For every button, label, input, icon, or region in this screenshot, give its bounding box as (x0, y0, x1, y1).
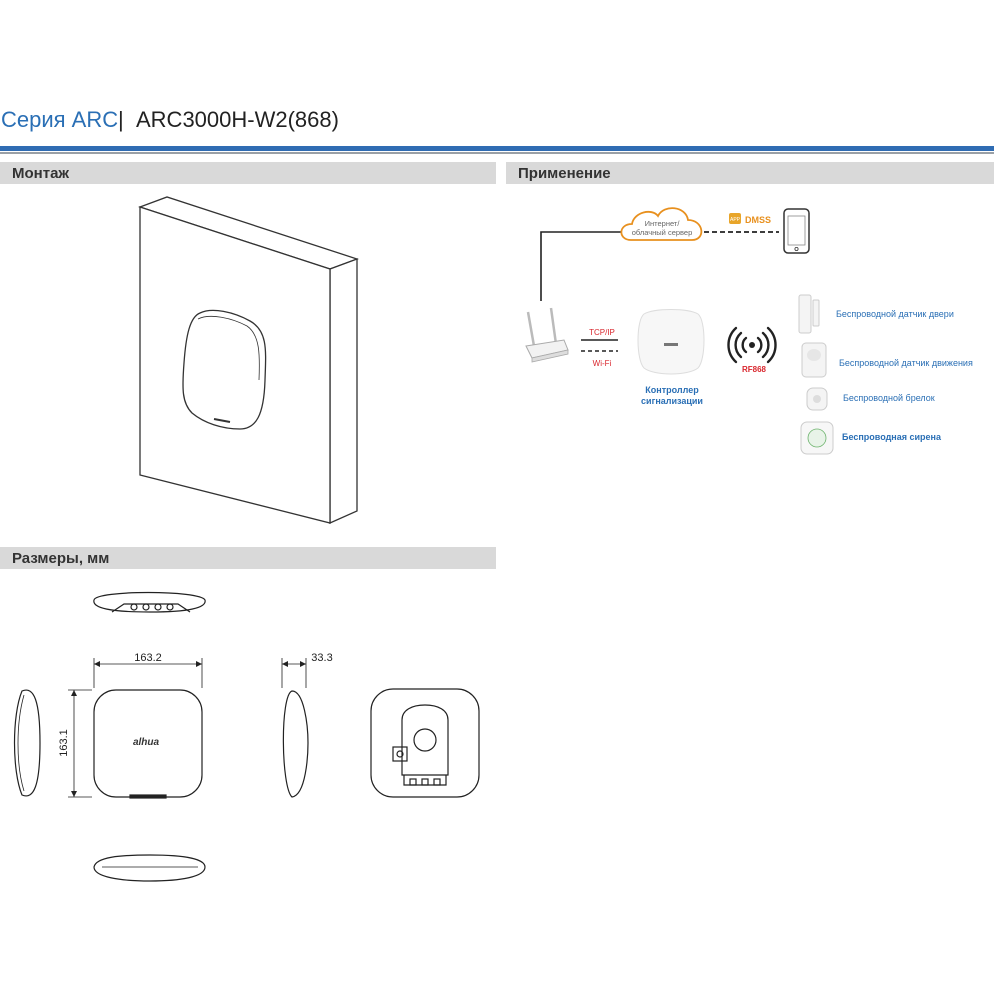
back-view (370, 688, 480, 798)
section-dimensions-bar: Размеры, мм (0, 547, 496, 569)
title-separator: | (118, 107, 124, 132)
siren-icon (800, 421, 834, 455)
wifi-label: Wi-Fi (593, 359, 612, 368)
series-title: Серия ARC (1, 107, 119, 132)
network-line (540, 231, 621, 301)
cloud-label-1: Интернет/ (645, 219, 681, 228)
bottom-view (93, 854, 206, 882)
mount-illustration (138, 196, 359, 525)
section-application-title: Применение (518, 165, 611, 182)
controller-label-2: сигнализации (641, 396, 703, 406)
front-view (68, 658, 203, 799)
keyfob-icon (806, 387, 828, 411)
tcpip-label: TCP/IP (589, 328, 615, 337)
device-label-siren: Беспроводная сирена (842, 432, 942, 442)
router-icon (525, 307, 569, 363)
controller-label-1: Контроллер (645, 385, 699, 395)
cloud-icon (620, 207, 703, 241)
header-rule-secondary (0, 152, 994, 154)
right-side-view (281, 658, 309, 798)
device-label-motion: Беспроводной датчик движения (839, 358, 973, 368)
left-side-view (13, 689, 41, 797)
dimensions-drawing: 163.2 163.1 33.3 alhua (13, 591, 480, 882)
device-outline (182, 309, 267, 430)
dmss-label: DMSS (745, 215, 771, 225)
dim-depth-label: 33.3 (311, 652, 332, 664)
rf-label: RF868 (742, 365, 767, 374)
phone-icon (783, 208, 810, 254)
dim-height-label: 163.1 (58, 729, 70, 757)
application-diagram: Интернет/ облачный сервер APP DMSS TCP/I… (525, 207, 973, 455)
device-label-keyfob: Беспроводной брелок (843, 393, 935, 403)
controller-icon (637, 309, 705, 375)
section-dimensions-title: Размеры, мм (12, 550, 110, 567)
app-badge-text: APP (730, 217, 741, 223)
front-logo: alhua (133, 737, 160, 748)
rf-signal-icon (727, 326, 777, 364)
top-view (93, 591, 206, 613)
motion-sensor-icon (801, 342, 827, 378)
dim-width-label: 163.2 (134, 652, 162, 664)
wall-side-face (329, 258, 358, 525)
cloud-label-2: облачный сервер (632, 228, 693, 237)
app-badge-icon (729, 213, 741, 224)
header-rule (0, 146, 994, 151)
model-title: ARC3000H-W2(868) (136, 107, 339, 132)
section-application-bar: Применение (506, 162, 994, 184)
section-mount-bar: Монтаж (0, 162, 496, 184)
device-label-door: Беспроводной датчик двери (836, 309, 954, 319)
section-mount-title: Монтаж (12, 165, 70, 182)
door-sensor-icon (798, 294, 820, 334)
